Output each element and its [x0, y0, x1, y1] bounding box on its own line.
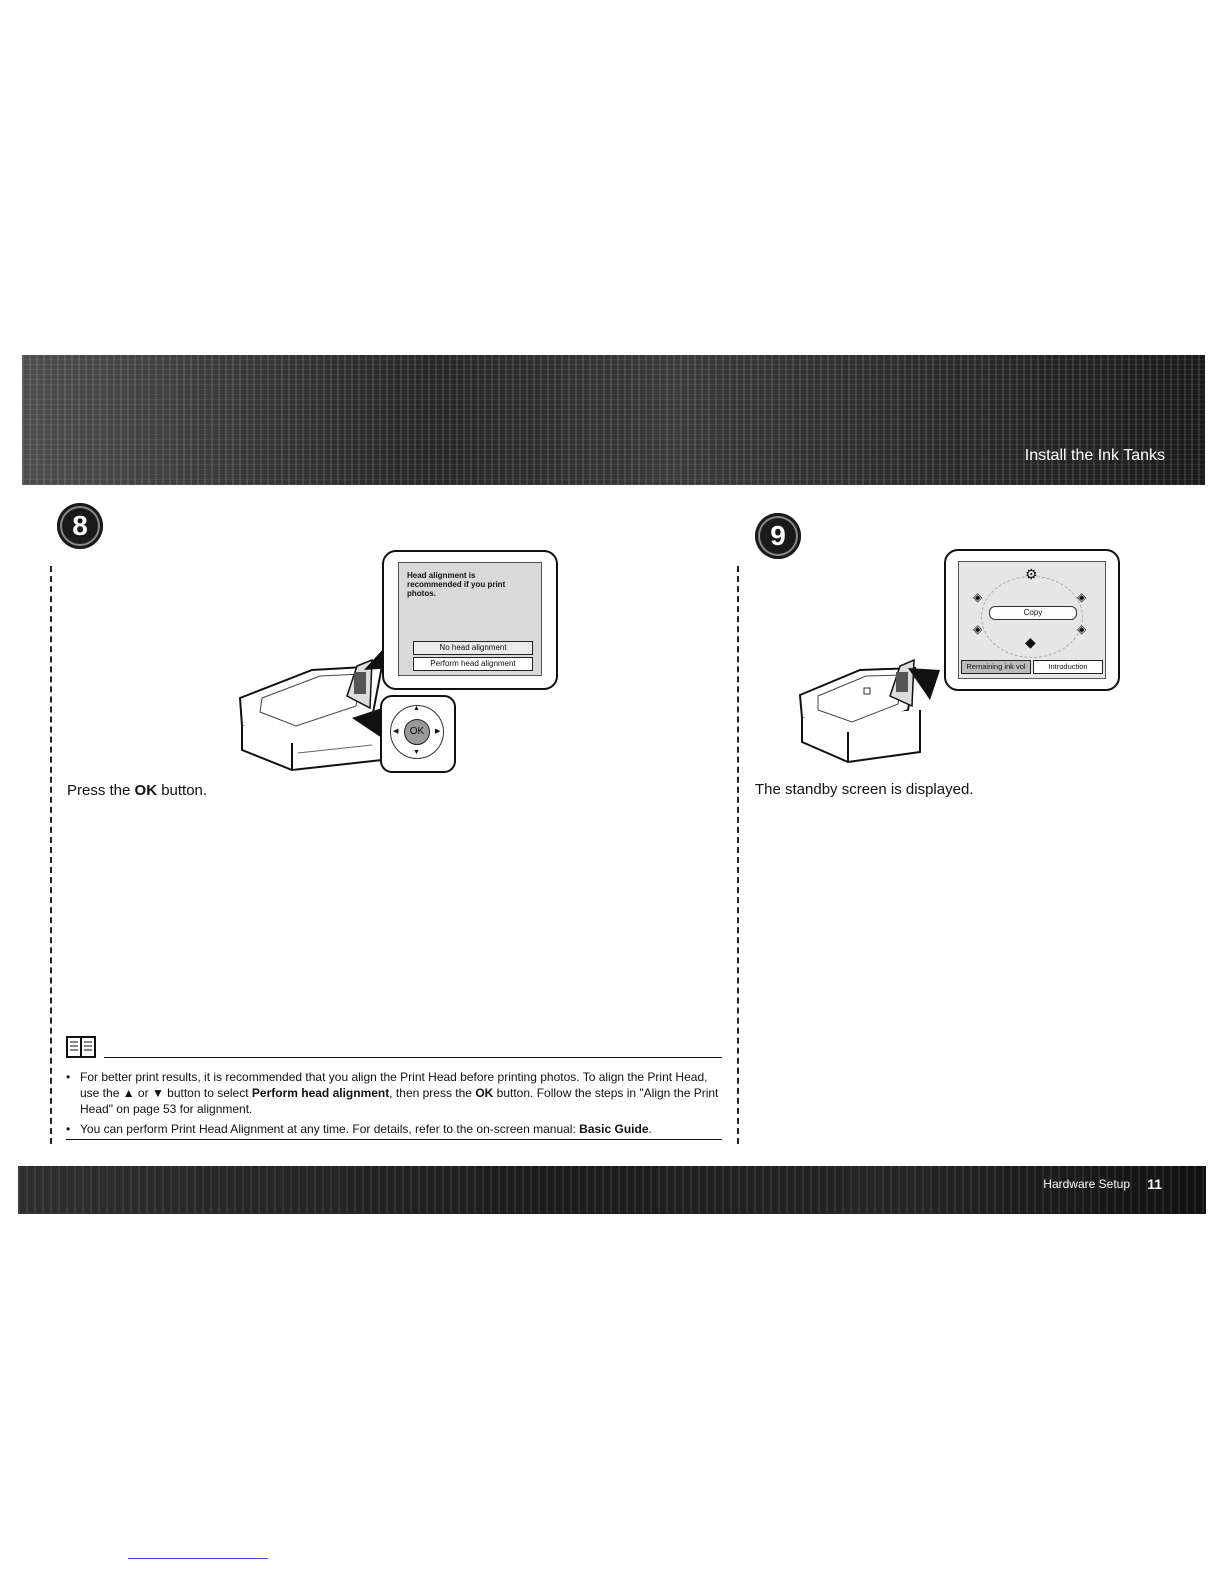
lcd-center-label: Copy — [989, 606, 1077, 620]
left-divider — [50, 566, 52, 1144]
lcd-screen: Head alignment is recommended if you pri… — [398, 562, 542, 676]
memory-card-icon: ◈ — [973, 622, 983, 636]
note-rule — [104, 1057, 722, 1058]
note-rule — [66, 1139, 722, 1140]
lcd-callout: Head alignment is recommended if you pri… — [382, 550, 558, 690]
setup-icon: ⚙ — [1025, 566, 1038, 582]
navigation-ring — [390, 705, 444, 759]
page-number: 11 — [1147, 1176, 1162, 1192]
book-icon — [66, 1036, 96, 1058]
special-print-icon: ◈ — [1077, 622, 1087, 636]
center-divider — [737, 566, 739, 1144]
step8-instruction: Press the OK button. — [67, 782, 208, 799]
lcd-remaining-ink: Remaining ink vol — [961, 660, 1031, 674]
footer-section-title: Hardware Setup — [1043, 1177, 1130, 1191]
scan-icon: ◈ — [973, 590, 983, 604]
up-arrow-icon: ▲ — [413, 705, 420, 712]
photo-icon: ◈ — [1077, 590, 1087, 604]
lcd-option-perform-alignment: Perform head alignment — [413, 657, 533, 671]
copy-icon: ◆ — [1025, 634, 1036, 650]
down-arrow-icon: ▼ — [413, 749, 420, 756]
step-number-badge: 9 — [755, 513, 801, 559]
footnote-rule — [128, 1558, 268, 1559]
control-pad-callout: OK ▲ ▼ ◀ ▶ — [380, 695, 456, 773]
section-title: Install the Ink Tanks — [1024, 447, 1165, 464]
lcd-callout: ⚙ ◈ ◈ ◈ ◈ ◆ Copy Remaining ink vol Intro… — [944, 549, 1120, 691]
lcd-option-no-alignment: No head alignment — [413, 641, 533, 655]
lcd-introduction: Introduction — [1033, 660, 1103, 674]
note-item: • For better print results, it is recomm… — [66, 1070, 719, 1116]
ok-button-icon: OK — [404, 719, 430, 745]
header-band: Install the Ink Tanks — [22, 355, 1205, 485]
lcd-message: Head alignment is recommended if you pri… — [407, 571, 506, 598]
step-number-badge: 8 — [57, 503, 103, 549]
printer-illustration-step9 — [798, 658, 940, 764]
note-item: • You can perform Print Head Alignment a… — [66, 1122, 652, 1136]
menu-ring — [981, 576, 1083, 658]
footer-band: Hardware Setup 11 — [18, 1166, 1206, 1214]
right-arrow-icon: ▶ — [435, 728, 441, 735]
lcd-screen: ⚙ ◈ ◈ ◈ ◈ ◆ Copy Remaining ink vol Intro… — [958, 561, 1106, 679]
step9-instruction: The standby screen is displayed. — [755, 781, 974, 798]
left-arrow-icon: ◀ — [393, 728, 399, 735]
